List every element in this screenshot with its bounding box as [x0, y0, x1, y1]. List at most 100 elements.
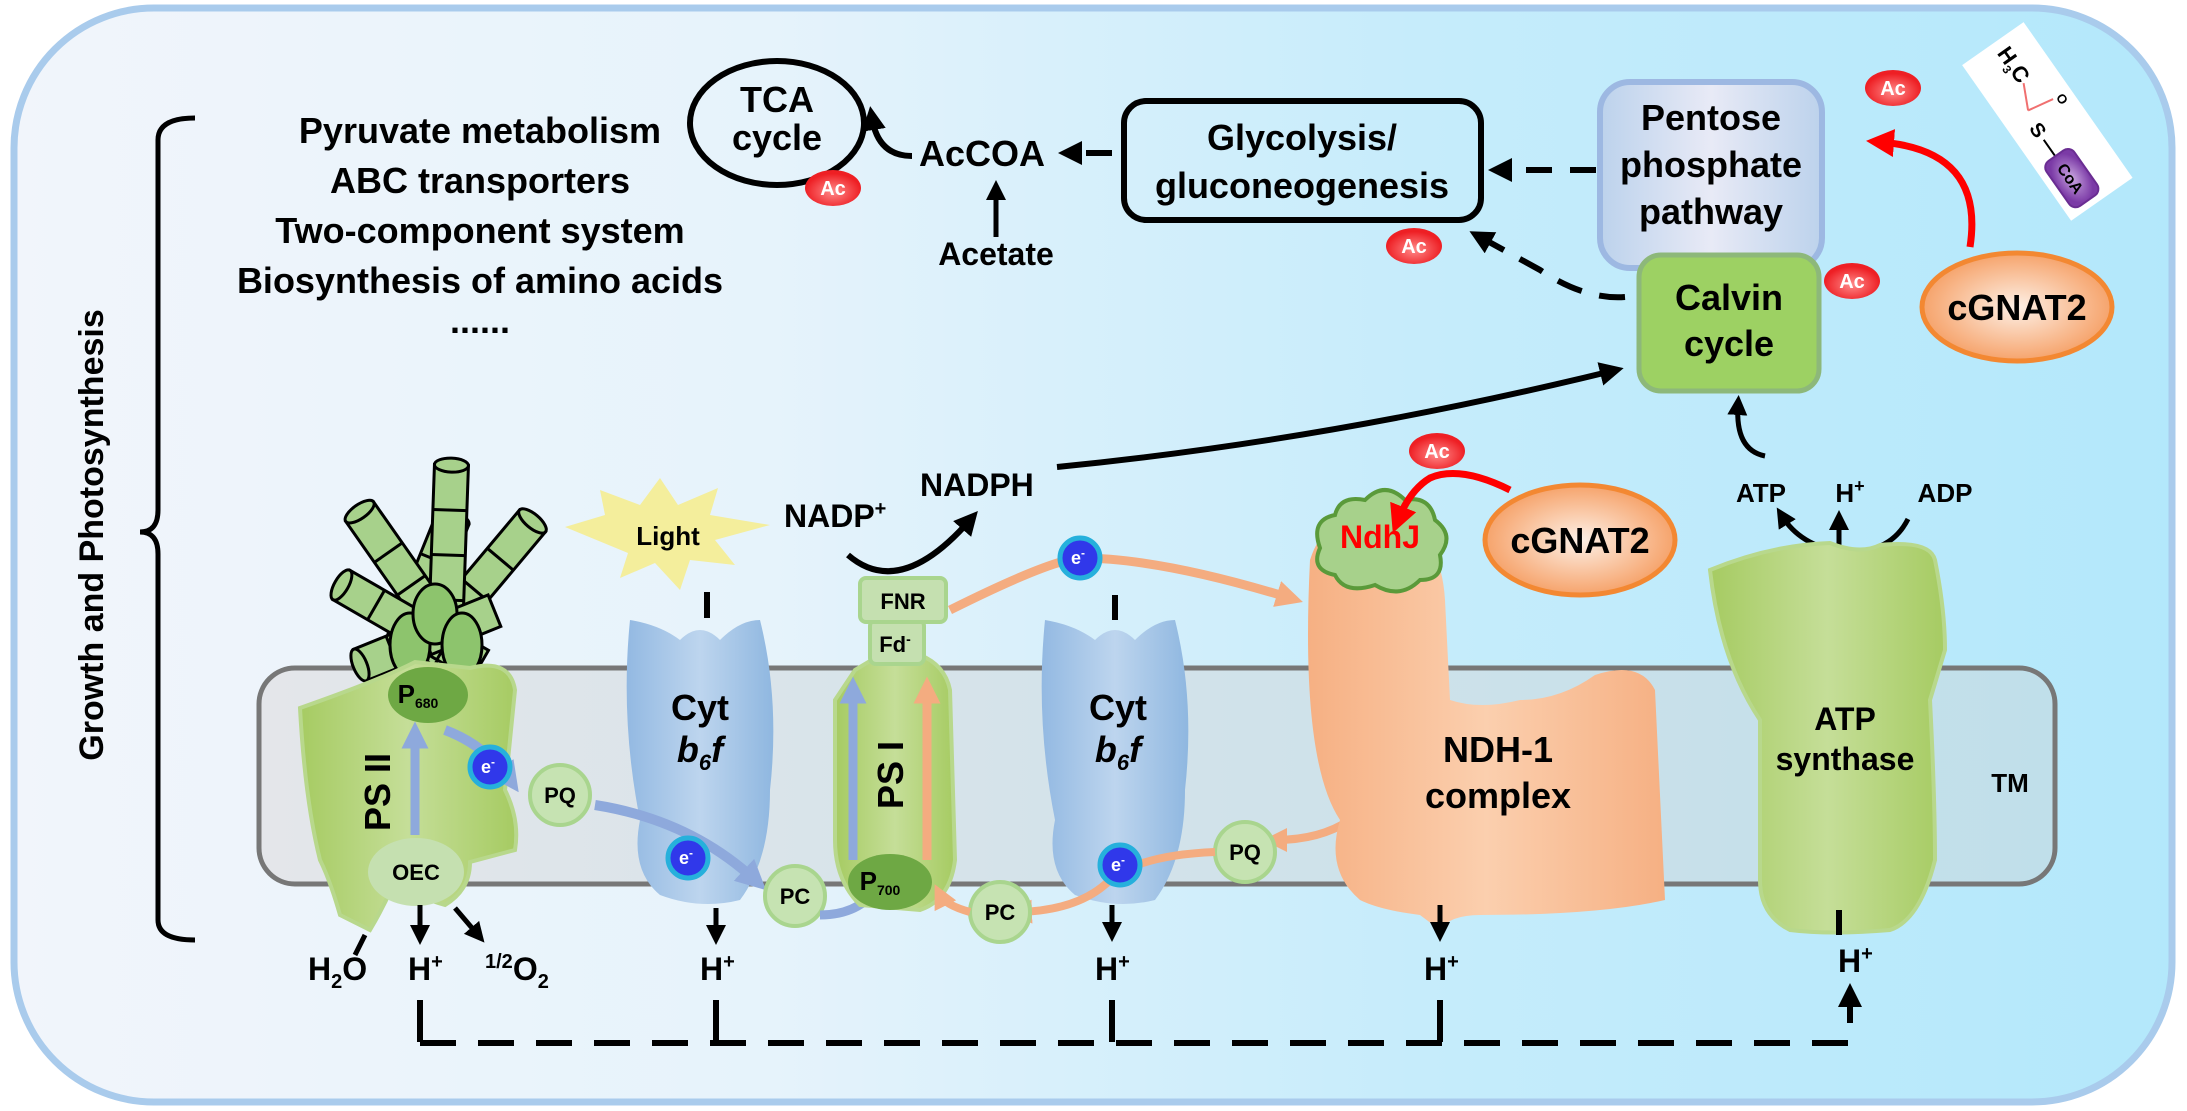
- p700-center: [848, 854, 932, 910]
- pentose-phosphate-node: Pentose phosphate pathway: [1597, 79, 1825, 271]
- svg-text:Fd-: Fd-: [879, 631, 911, 657]
- accoa-label: AcCOA: [919, 133, 1045, 174]
- glycolysis-node: Glycolysis/ gluconeogenesis: [1121, 98, 1484, 223]
- tca-cycle-node: TCA cycle: [687, 58, 867, 188]
- plastoquinone-2: PQ: [1213, 820, 1277, 884]
- proton-label-atp-bottom: H+: [1838, 943, 1873, 979]
- pathway-item: ......: [450, 300, 510, 341]
- membrane-label: TM: [1991, 768, 2029, 798]
- svg-text:P700: P700: [860, 866, 901, 898]
- svg-text:PC: PC: [780, 884, 811, 909]
- acetylation-badge-tca: Ac: [805, 170, 861, 206]
- proton-return-path: [417, 910, 1862, 1046]
- svg-text:e-: e-: [1111, 853, 1125, 875]
- fnr: [858, 576, 948, 624]
- nadp-to-nadph-arrow: [846, 510, 978, 575]
- curly-bracket: [139, 115, 196, 943]
- electron-cyt2: e-: [1097, 842, 1143, 888]
- plastocyanin-2: PC: [968, 880, 1032, 944]
- proton-label-cyt2: H+: [1095, 951, 1130, 987]
- oec-center: [368, 838, 464, 906]
- svg-text:Calvin: Calvin: [1675, 277, 1783, 318]
- electron-cyclic: e-: [1057, 535, 1103, 581]
- svg-text:Ac: Ac: [1880, 78, 1906, 100]
- water-split-line: [352, 933, 368, 957]
- pathway-list: Pyruvate metabolism ABC transporters Two…: [237, 110, 723, 341]
- pathway-item: Two-component system: [275, 210, 684, 251]
- svg-text:Glycolysis/: Glycolysis/: [1207, 117, 1397, 158]
- cgnat2-enzyme-top: cGNAT2: [1919, 250, 2115, 364]
- svg-text:e-: e-: [481, 755, 495, 777]
- side-label: Growth and Photosynthesis: [73, 309, 111, 760]
- photosystem-ii: P680 OEC PS II: [297, 659, 519, 933]
- oxygen-arrow: [453, 906, 485, 943]
- svg-text:Ac: Ac: [1401, 236, 1427, 258]
- light-burst: Light: [565, 478, 770, 590]
- photosystem-i: P700 PS I Fd- FNR: [833, 576, 958, 913]
- cyt-b6f-1: Cyt b6f: [626, 592, 774, 904]
- acetate-label: Acetate: [938, 236, 1054, 272]
- cgnat2-to-pentose-arrow: [1866, 129, 1976, 248]
- nadp-label: NADP+: [784, 498, 886, 534]
- svg-text:b6f: b6f: [677, 729, 726, 775]
- water-label: H2O: [308, 951, 367, 993]
- acetyl-coa-molecule: H3C O S CoA: [1962, 22, 2133, 221]
- electron-psii: e-: [467, 744, 513, 790]
- svg-text:NdhJ: NdhJ: [1340, 519, 1420, 555]
- svg-text:Light: Light: [636, 521, 700, 551]
- svg-text:e-: e-: [679, 846, 693, 868]
- atp-label: ATP: [1736, 478, 1786, 508]
- acetylation-badge-calvin: Ac: [1824, 263, 1880, 299]
- svg-text:ATP: ATP: [1814, 701, 1876, 737]
- atp-synthase: ATP synthase: [1707, 540, 1948, 935]
- cgnat2-to-ndhj-arrow: [1390, 470, 1512, 533]
- acetylation-badge-glycolysis: Ac: [1386, 228, 1442, 264]
- psii-label: PS II: [357, 753, 398, 831]
- nadph-to-calvin-arrow: [1056, 362, 1624, 470]
- oxygen-label: 1/2O2: [485, 951, 549, 993]
- svg-text:FNR: FNR: [880, 589, 925, 614]
- svg-text:e-: e-: [1071, 546, 1085, 568]
- ndh1-complex: NDH-1 complex: [1308, 514, 1665, 930]
- phycobilisome-antenna: [329, 456, 548, 683]
- svg-text:pathway: pathway: [1639, 191, 1783, 232]
- svg-text:OEC: OEC: [392, 860, 440, 885]
- electron-cyt1: e-: [665, 835, 711, 881]
- svg-text:b6f: b6f: [1095, 729, 1144, 775]
- plastoquinone-1: PQ: [528, 763, 592, 827]
- proton-label-cyt1: H+: [700, 951, 735, 987]
- svg-text:synthase: synthase: [1776, 741, 1915, 777]
- nadph-label: NADPH: [920, 467, 1034, 503]
- accoa-to-tca-arrow: [862, 106, 913, 159]
- plastocyanin-1: PC: [763, 864, 827, 928]
- proton-label-atp-top: H+: [1835, 476, 1864, 508]
- calvin-to-glycolysis-arrow: [1469, 231, 1626, 301]
- cgnat2-enzyme-bottom: cGNAT2: [1482, 482, 1678, 598]
- svg-text:NDH-1: NDH-1: [1443, 729, 1553, 770]
- svg-text:TCA: TCA: [740, 79, 814, 120]
- p680-center: [388, 667, 468, 723]
- svg-text:cycle: cycle: [1684, 323, 1774, 364]
- svg-text:Cyt: Cyt: [1089, 687, 1147, 728]
- psi-label: PS I: [870, 741, 911, 809]
- svg-text:phosphate: phosphate: [1620, 144, 1802, 185]
- svg-text:Cyt: Cyt: [671, 687, 729, 728]
- svg-text:gluconeogenesis: gluconeogenesis: [1155, 165, 1449, 206]
- svg-text:Ac: Ac: [1839, 271, 1865, 293]
- cyt-b6f-2: Cyt b6f: [1041, 595, 1189, 904]
- pathway-item: ABC transporters: [330, 160, 630, 201]
- adp-label: ADP: [1918, 478, 1973, 508]
- calvin-cycle-node: Calvin cycle: [1636, 252, 1822, 394]
- proton-label-ndh: H+: [1424, 951, 1459, 987]
- pq-to-pc-electron-path: [594, 800, 767, 891]
- svg-text:Pentose: Pentose: [1641, 97, 1781, 138]
- svg-text:cGNAT2: cGNAT2: [1947, 287, 2086, 328]
- acetylation-badge-pentose: Ac: [1865, 70, 1921, 106]
- svg-text:P680: P680: [398, 679, 439, 711]
- proton-label-psii: H+: [408, 951, 443, 987]
- pc2-to-p700-path: [934, 884, 972, 916]
- svg-text:cGNAT2: cGNAT2: [1510, 520, 1649, 561]
- svg-text:PQ: PQ: [544, 783, 576, 808]
- atp-to-calvin-arrow: [1727, 395, 1766, 459]
